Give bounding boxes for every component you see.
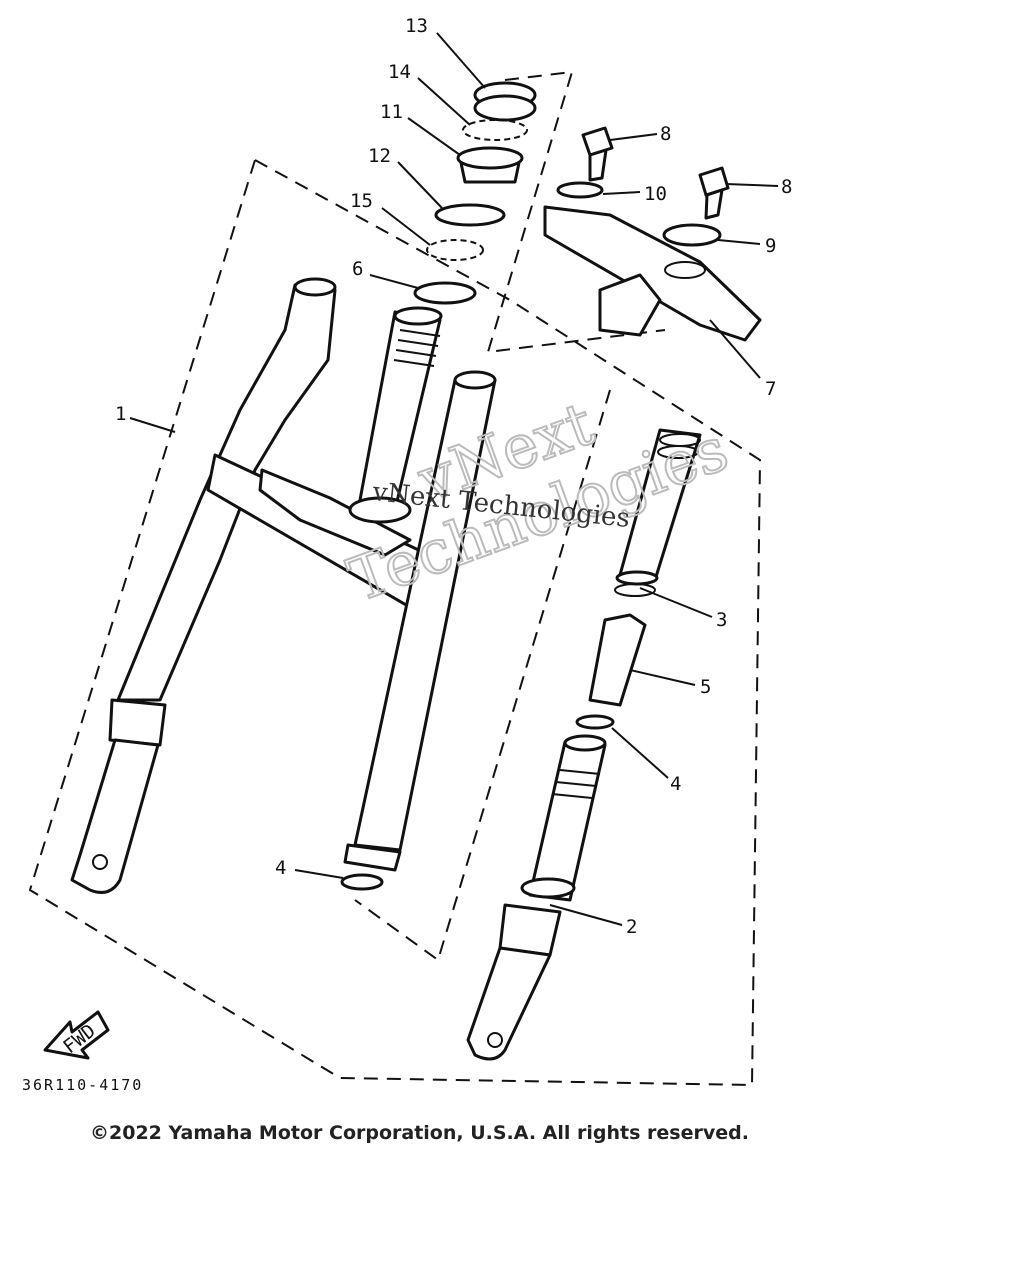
assembly-boundary-lines (28, 70, 762, 1087)
callout-15: 15 (350, 190, 373, 212)
washer-left (340, 873, 384, 891)
callout-8-lower: 8 (781, 176, 792, 198)
inner-tube (614, 428, 702, 597)
fwd-direction-arrow: FWD (43, 1010, 110, 1060)
callout-2: 2 (626, 916, 637, 938)
callout-9: 9 (765, 235, 776, 257)
callout-5: 5 (700, 676, 711, 698)
drawing-code: 36R110-4170 (22, 1076, 143, 1094)
callout-11: 11 (380, 101, 403, 123)
copyright-notice: ©2022 Yamaha Motor Corporation, U.S.A. A… (90, 1122, 749, 1144)
callout-14: 14 (388, 61, 411, 83)
callout-1: 1 (115, 403, 126, 425)
callout-7: 7 (765, 378, 776, 400)
spring-coils (551, 769, 601, 799)
callout-4-right: 4 (670, 773, 681, 795)
callout-3: 3 (716, 609, 727, 631)
callout-12: 12 (368, 145, 391, 167)
bearing-stack (413, 81, 537, 305)
callout-leaders (129, 32, 779, 926)
collar (588, 613, 647, 707)
fork-assembly-left (70, 277, 497, 894)
washer-right (575, 714, 615, 730)
callout-13: 13 (405, 15, 428, 37)
callout-8-upper: 8 (660, 123, 671, 145)
callout-10: 10 (644, 183, 667, 205)
stem-thread-lines (393, 329, 441, 367)
fork-assembly-right (466, 734, 607, 1061)
callout-4-left: 4 (275, 857, 286, 879)
callout-labels: 13 14 11 12 15 6 8 10 8 9 7 1 3 5 4 2 4 (115, 15, 792, 938)
upper-bracket-assembly (543, 126, 762, 342)
callout-6: 6 (352, 258, 363, 280)
